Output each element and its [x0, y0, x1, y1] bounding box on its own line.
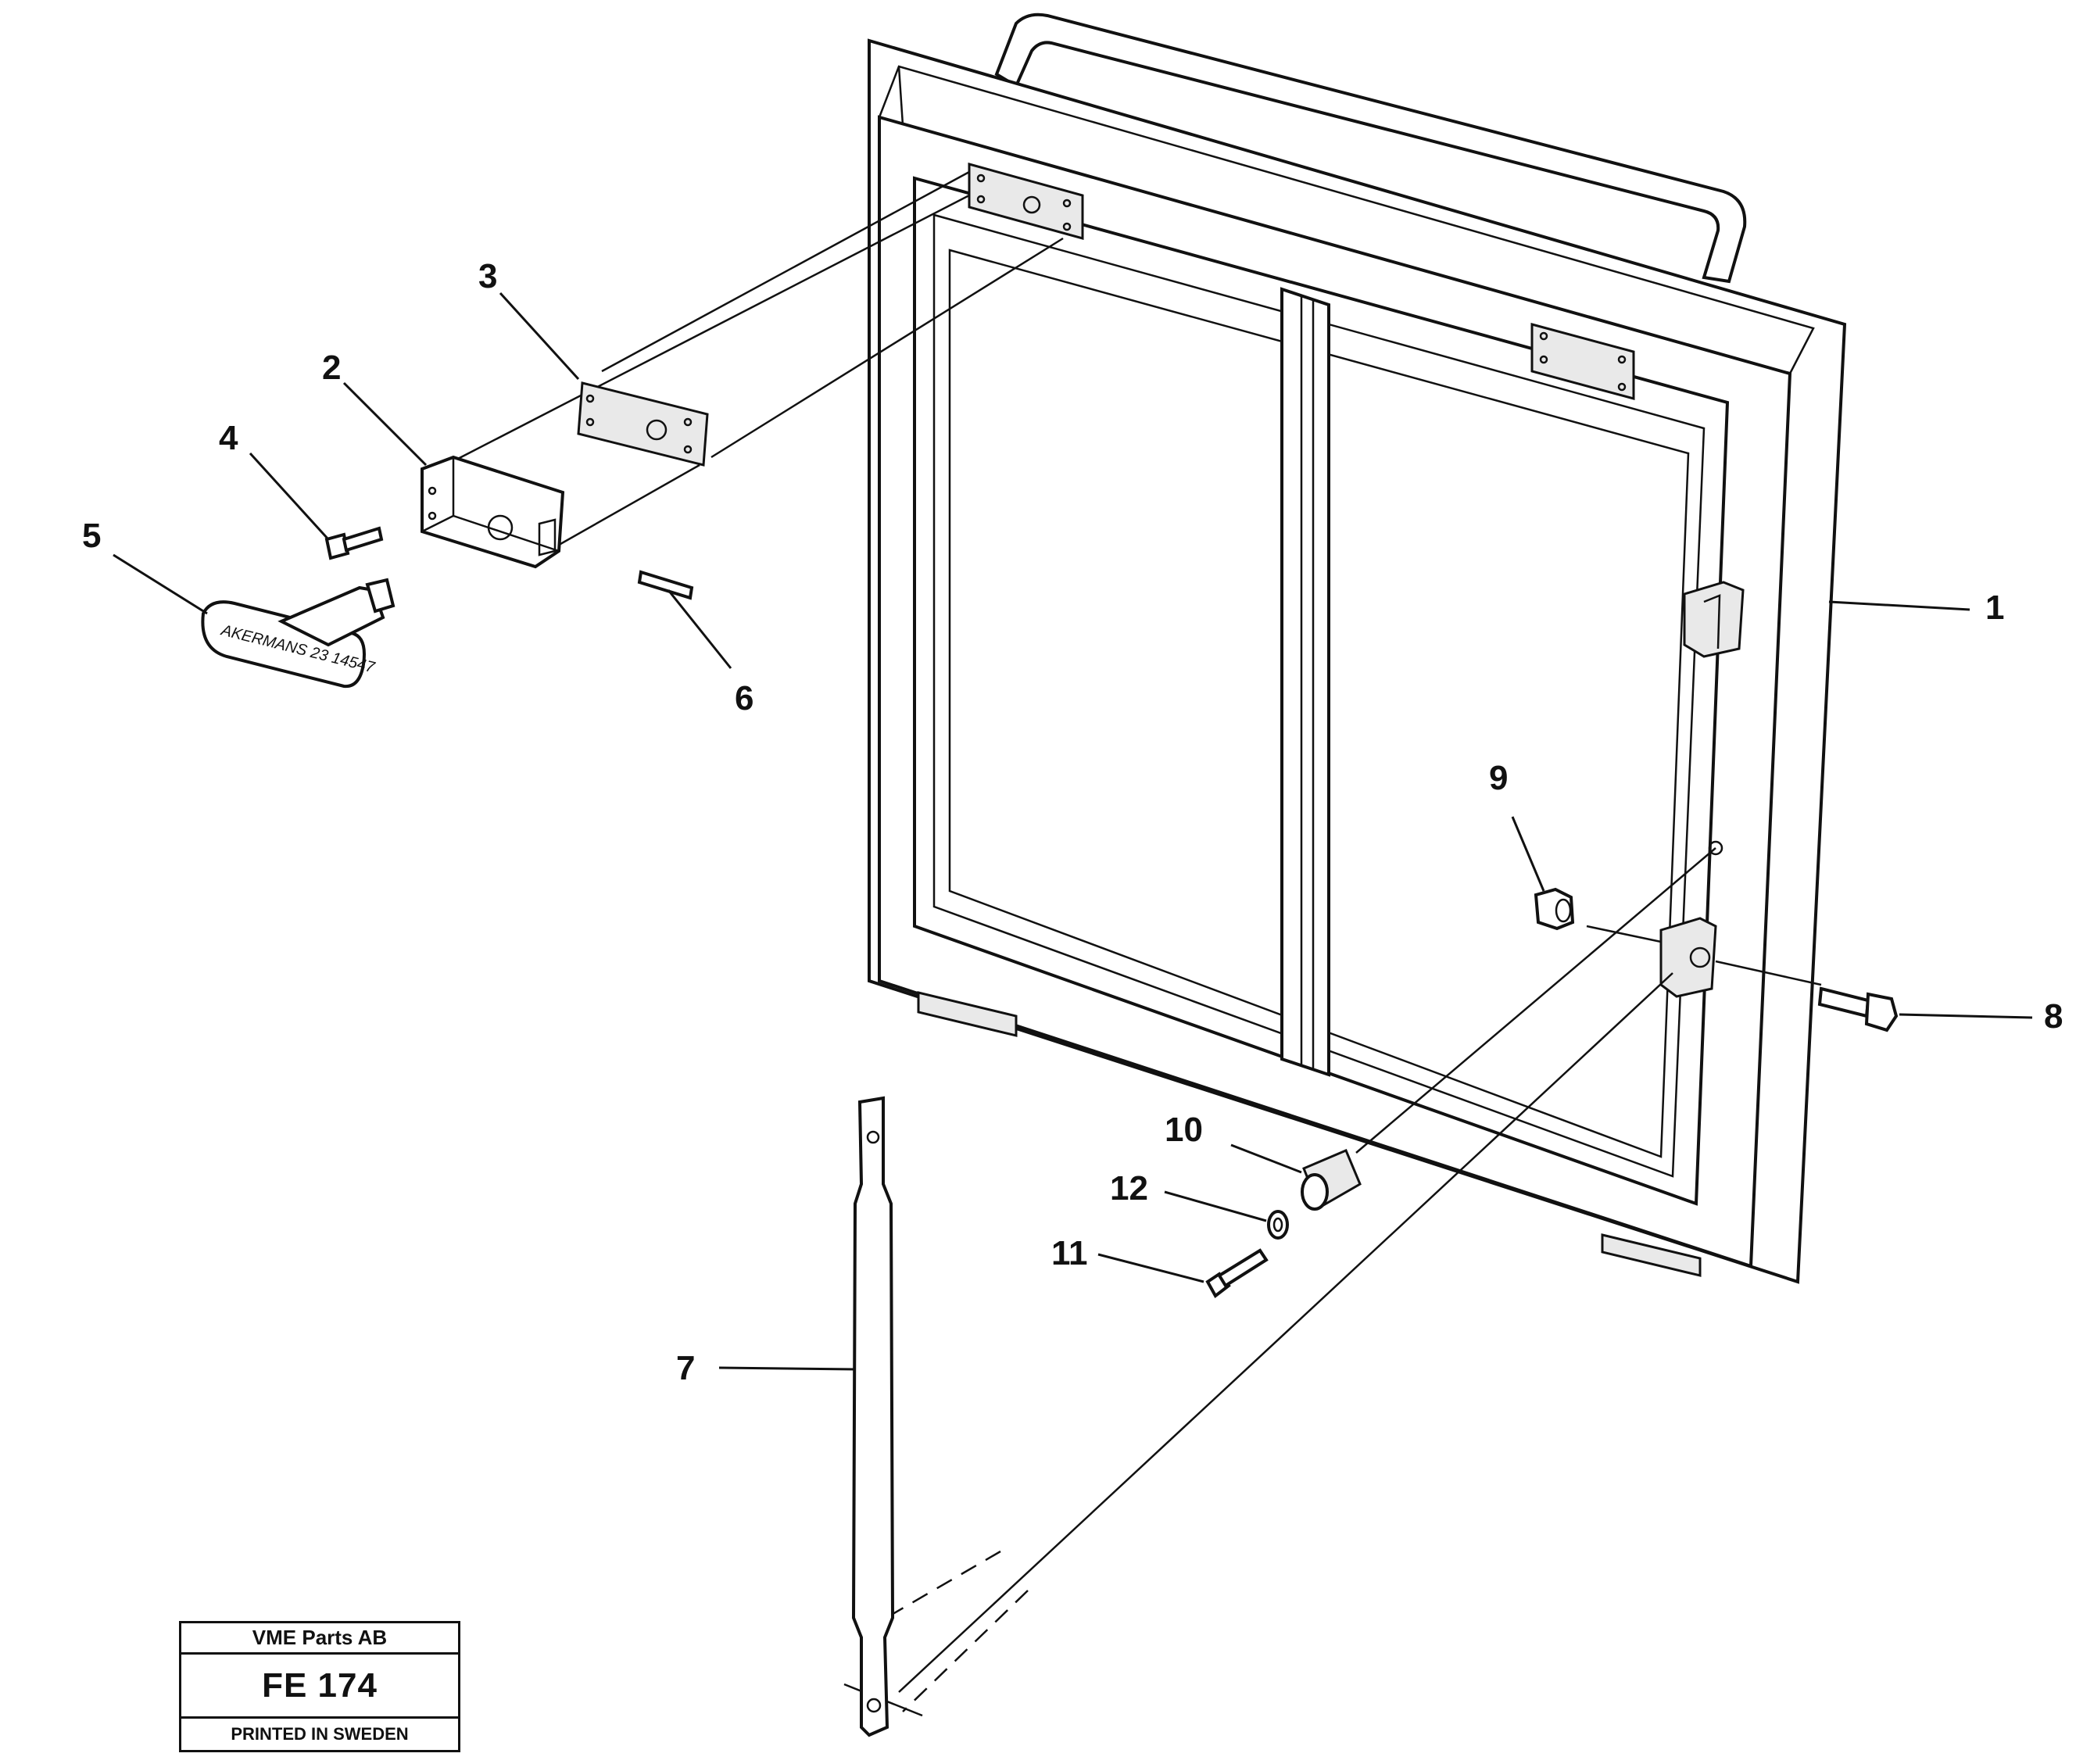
pin [637, 570, 694, 600]
hatch-frame [868, 13, 1847, 1284]
callout-11: 11 [1051, 1234, 1088, 1272]
lock-housing [421, 455, 565, 569]
callout-labels: 1 2 3 4 5 6 7 8 9 10 12 11 [82, 257, 2063, 1387]
callout-1: 1 [1985, 589, 2004, 627]
leader-lines [113, 292, 2033, 1371]
bushing [1534, 887, 1575, 931]
hinge-plate [577, 381, 709, 467]
callout-2: 2 [322, 349, 341, 387]
support-stay [851, 1096, 895, 1737]
assembly-lines [453, 170, 1822, 1717]
callout-5: 5 [82, 517, 101, 555]
roller [1301, 1149, 1362, 1211]
screw [324, 526, 384, 560]
callout-10: 10 [1165, 1111, 1203, 1149]
callout-7: 7 [676, 1349, 695, 1387]
callout-6: 6 [735, 679, 753, 717]
printed-in: PRINTED IN SWEDEN [231, 1724, 409, 1744]
washer [1267, 1210, 1289, 1240]
callout-3: 3 [478, 257, 497, 295]
drawing-code: FE 174 [181, 1655, 458, 1719]
company-name: VME Parts AB [181, 1623, 458, 1655]
t-key-handle: AKERMANS 23 14547 [201, 578, 396, 689]
lower-screw [1205, 1248, 1269, 1298]
callout-12: 12 [1110, 1169, 1148, 1208]
bolt [1817, 986, 1899, 1032]
callout-4: 4 [219, 419, 238, 457]
callout-9: 9 [1489, 759, 1508, 797]
callout-8: 8 [2044, 997, 2063, 1036]
title-block: VME Parts AB FE 174 PRINTED IN SWEDEN [179, 1621, 460, 1752]
